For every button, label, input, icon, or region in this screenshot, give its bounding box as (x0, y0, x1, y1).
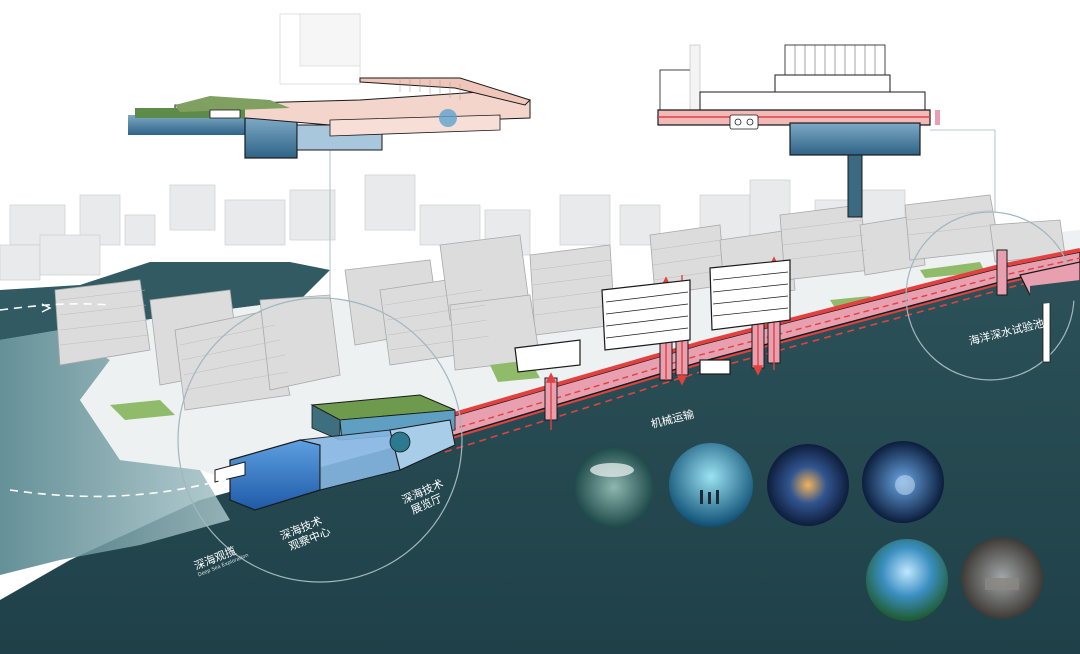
focus-circle-left (177, 297, 463, 583)
aquarium-tunnel-photo-icon (669, 443, 753, 527)
reference-photos (574, 441, 1043, 621)
tunnel-box (699, 359, 731, 375)
test-pool-pier (1019, 261, 1080, 363)
sea-area (0, 250, 1080, 654)
section-inset-right (657, 44, 940, 218)
glass-dome-photo-icon (866, 539, 948, 621)
submarine-photo-icon (574, 447, 654, 527)
section-inset-left (128, 13, 531, 159)
flow-arrow-icon (41, 303, 52, 313)
cut-buildings (514, 259, 791, 373)
deep-sea-museum (214, 394, 456, 511)
background-city (0, 174, 951, 281)
glowing-sphere-photo-icon (767, 444, 849, 526)
